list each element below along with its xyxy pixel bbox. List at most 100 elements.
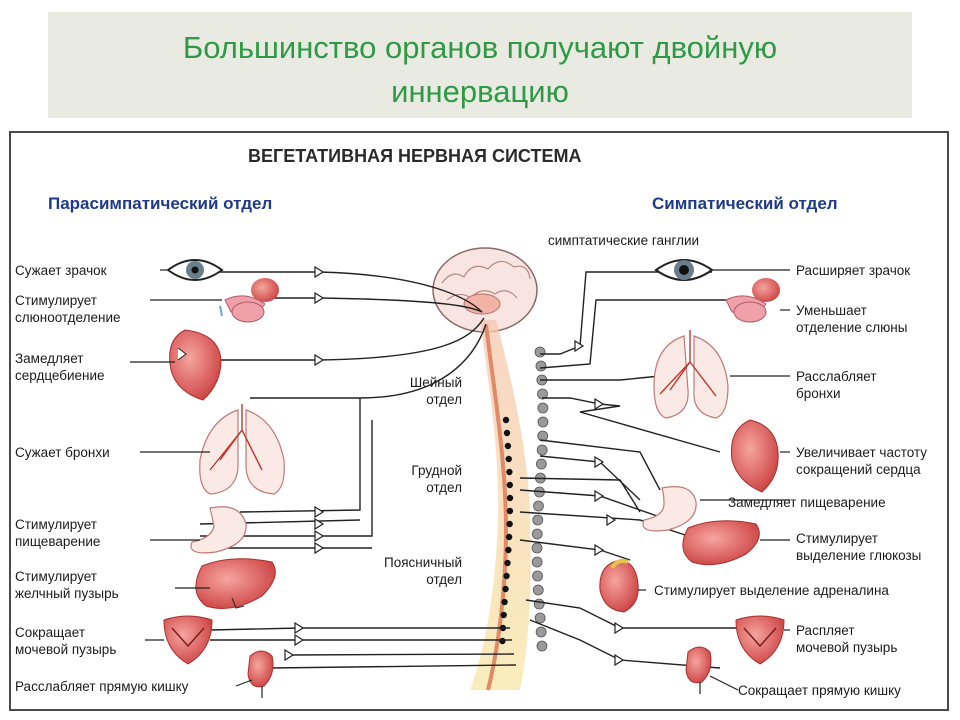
left-effect-digestion-line-2: пищеварение: [15, 534, 101, 549]
thoracic-label-line-2: отдел: [426, 480, 462, 495]
stomach-left-icon: [190, 506, 247, 554]
nerve-rectum-left-2: [269, 664, 517, 669]
spinal-nucleus-dot: [505, 455, 512, 463]
ganglion-node: [532, 514, 544, 526]
ganglion-node: [533, 500, 544, 512]
nerve-heart-left: [215, 317, 485, 361]
ganglion-arrow-icon: [594, 543, 605, 557]
right-effect-adrenaline: Стимулирует выделение адреналина: [654, 582, 889, 599]
right-effect-heart-line-2: сокращений сердца: [796, 462, 921, 477]
ganglion-arrow-icon: [284, 648, 295, 662]
spinal-nucleus-dot: [506, 520, 513, 528]
right-effect-adrenaline-line: Стимулирует выделение адреналина: [654, 583, 889, 598]
lumbar-label: Поясничный отдел: [366, 554, 462, 588]
ganglion-node: [535, 360, 547, 372]
right-effect-heart: Увеличивает частоту сокращений сердца: [796, 444, 927, 478]
right-effect-heart-line-1: Увеличивает частоту: [796, 445, 928, 460]
ganglion-node: [534, 612, 546, 624]
left-effect-pupil-line: Сужает зрачок: [15, 263, 107, 278]
nerve-gut-right-3: [519, 477, 641, 513]
left-effect-bronchi: Сужает бронхи: [15, 444, 110, 461]
rectum-right-icon: [685, 646, 712, 694]
left-effect-pupil: Сужает зрачок: [15, 262, 107, 279]
ganglion-arrow-icon: [314, 505, 325, 519]
right-effect-digestion-line: Замедляет пищеварение: [728, 495, 886, 510]
thoracic-label: Грудной отдел: [392, 462, 462, 496]
ganglion-node: [531, 556, 543, 568]
left-effect-digestion-line-1: Стимулирует: [15, 517, 97, 532]
ganglion-node: [537, 402, 549, 414]
left-effect-gallbladder-line-2: желчный пузырь: [15, 586, 119, 601]
spinal-column-icon: [470, 320, 531, 691]
spinal-nucleus-dot: [505, 546, 512, 554]
lumbar-label-line-2: отдел: [426, 572, 462, 587]
lungs-left-icon: [199, 404, 285, 495]
stomach-right-icon: [642, 486, 697, 532]
spinal-nucleus-dot: [500, 611, 507, 619]
spinal-nucleus-dot: [506, 507, 514, 515]
ganglion-node: [532, 584, 544, 596]
ganglion-arrow-icon: [594, 489, 605, 503]
label-leader-lines: [130, 269, 790, 691]
spinal-nucleus-dot: [503, 429, 511, 437]
right-effect-glucose: Стимулирует выделение глюкозы: [796, 530, 921, 564]
right-effect-saliva-line-1: Уменьшает: [796, 303, 867, 318]
nerve-bladder-left: [209, 627, 510, 631]
nerve-lungs-left: [250, 323, 487, 399]
right-effect-saliva-line-2: отделение слюны: [796, 320, 908, 335]
spinal-nucleus-dot: [504, 442, 512, 450]
rectum-left-icon: [247, 650, 274, 698]
ganglion-arrow-icon: [314, 265, 325, 279]
left-effect-saliva-line-2: слюноотделение: [15, 310, 121, 325]
ganglion-node: [536, 640, 548, 652]
slide-title-line-2: иннервацию: [391, 74, 569, 109]
right-effect-bladder-line-1: Распляет: [796, 623, 855, 638]
slide-title: Большинство органов получают двойную инн…: [48, 26, 912, 114]
left-effect-rectum: Расслабляет прямую кишку: [15, 678, 188, 695]
eye-right-icon: [654, 259, 714, 281]
ganglion-arrow-icon: [314, 517, 325, 531]
right-effect-bronchi-line-2: бронхи: [796, 386, 841, 401]
spinal-nucleus-dot: [499, 637, 506, 645]
lumbar-label-line-1: Поясничный: [383, 555, 462, 570]
ganglion-node: [537, 430, 549, 442]
liver-left-icon: [195, 558, 276, 609]
nerve-liver-left: [200, 420, 373, 537]
nerve-rectum-right: [529, 619, 721, 669]
slide-title-line-1: Большинство органов получают двойную: [182, 30, 778, 65]
right-effect-pupil: Расширяет зрачок: [796, 262, 910, 279]
left-effect-gallbladder-line-1: Стимулирует: [15, 569, 97, 584]
nerve-heart-right: [542, 397, 721, 453]
spinal-nucleus-dot: [506, 481, 513, 489]
ganglion-arrow-icon: [614, 653, 625, 667]
brain-icon: [432, 247, 538, 333]
nerve-stomach-left: [239, 398, 361, 513]
spinal-nucleus-dot: [504, 559, 511, 567]
ganglion-arrow-icon: [314, 541, 325, 555]
ganglion-arrow-icon: [606, 513, 617, 527]
left-effect-saliva: Стимулирует слюноотделение: [15, 292, 121, 326]
parasympathetic-header: Парасимпатический отдел: [48, 194, 273, 213]
lungs-right-icon: [653, 330, 729, 419]
right-effect-rectum: Сокращает прямую кишку: [738, 682, 901, 699]
spinal-nucleus-dot: [505, 533, 513, 541]
ganglion-arrow-icon: [594, 455, 605, 469]
heart-left-icon: [169, 329, 222, 401]
bladder-left-icon: [163, 615, 213, 665]
left-effect-bladder-line-1: Сокращает: [15, 625, 86, 640]
left-effect-gallbladder: Стимулирует желчный пузырь: [15, 568, 119, 602]
diagram-frame: [9, 131, 949, 711]
ganglion-node: [532, 570, 543, 582]
ganglion-arrow-icon: [614, 621, 625, 635]
left-effect-saliva-line-1: Стимулирует: [15, 293, 97, 308]
left-effect-heart-line-1: Замедляет: [15, 351, 84, 366]
spinal-nucleus-dot: [506, 494, 514, 502]
right-effect-bladder-line-2: мочевой пузырь: [796, 640, 898, 655]
ganglion-node: [536, 444, 548, 456]
ganglion-arrows: [284, 265, 625, 667]
heart-right-icon: [730, 419, 779, 493]
nerve-eye-left: [215, 271, 483, 313]
ganglion-arrow-icon: [314, 291, 325, 305]
ganglia-label: симптатические ганглии: [548, 233, 700, 248]
